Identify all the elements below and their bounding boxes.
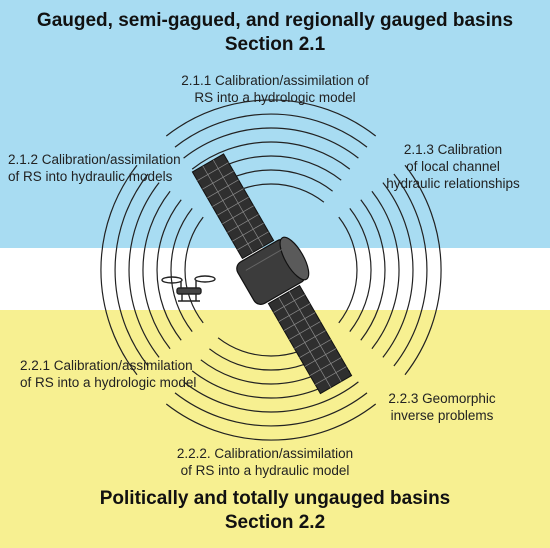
- wave-arc-3-7: [100, 164, 138, 376]
- wave-arc-1-6: [393, 173, 428, 367]
- bottom-section: Section 2.2: [224, 512, 326, 533]
- panel-gridline: [237, 231, 269, 251]
- signal-waves: [100, 99, 442, 441]
- panel-gridline: [217, 196, 249, 216]
- label-2-1-1-line2: RS into a hydrologic model: [194, 90, 356, 105]
- label-2-1-2-line1: 2.1.2 Calibration/assimilation: [8, 152, 181, 167]
- wave-arc-1-7: [404, 164, 442, 376]
- gauged-band: [0, 0, 550, 248]
- wave-arc-2-6: [174, 392, 368, 427]
- label-2-2-1-line1: 2.2.1 Calibration/assimilation: [20, 358, 193, 373]
- wave-arc-4-5: [183, 127, 359, 159]
- panel-gridline: [309, 357, 342, 376]
- panel-gridline: [202, 170, 234, 190]
- label-2-1-3-line3: hydraulic relationships: [386, 176, 520, 191]
- panel-gridline: [207, 179, 239, 199]
- drone-icon: [161, 275, 216, 302]
- panel-gridline: [299, 339, 331, 358]
- label-2-2-2-line1: 2.2.2. Calibration/assimilation: [176, 446, 354, 461]
- panel-gridline: [278, 303, 311, 322]
- satellite-icon: [191, 153, 353, 395]
- label-2-2-1: 2.2.1 Calibration/assimilation of RS int…: [20, 357, 196, 391]
- panel-gridline: [294, 330, 326, 349]
- wave-arc-4-7: [165, 99, 377, 137]
- wave-arc-2-7: [165, 403, 377, 441]
- panel-gridline: [212, 188, 244, 207]
- label-2-1-1-line1: 2.1.1 Calibration/assimilation of: [181, 73, 369, 88]
- panel-gridline: [227, 214, 259, 233]
- label-2-1-2: 2.1.2 Calibration/assimilation of RS int…: [8, 151, 181, 185]
- panel-gridline: [273, 294, 305, 313]
- label-2-2-3-line1: 2.2.3 Geomorphic: [388, 391, 496, 406]
- bottom-title: Politically and totally ungauged basins: [99, 488, 451, 509]
- top-section: Section 2.1: [224, 34, 326, 55]
- wave-arc-1-1: [338, 216, 358, 324]
- wave-arc-2-5: [183, 381, 359, 413]
- label-2-1-1: 2.1.1 Calibration/assimilation of RS int…: [170, 72, 380, 106]
- label-2-2-3: 2.2.3 Geomorphic inverse problems: [372, 390, 512, 424]
- panel-gridline: [197, 162, 229, 181]
- wave-arc-4-4: [191, 141, 351, 170]
- panel-gridline: [315, 366, 347, 385]
- ungauged-band: [0, 310, 550, 548]
- wave-arc-3-6: [114, 173, 149, 367]
- wave-arc-3-1: [184, 216, 204, 324]
- wave-arc-4-6: [174, 113, 368, 148]
- label-2-2-2-line2: of RS into a hydraulic model: [180, 463, 350, 478]
- wave-arc-1-2: [349, 208, 372, 332]
- wave-arc-3-4: [142, 190, 171, 350]
- label-2-1-3-line1: 2.1.3 Calibration: [403, 142, 503, 157]
- label-2-1-3-line2: of local channel: [406, 159, 500, 174]
- wave-arc-1-4: [371, 190, 400, 350]
- wave-arc-3-5: [128, 182, 160, 358]
- label-2-1-3: 2.1.3 Calibration of local channel hydra…: [358, 141, 548, 192]
- label-2-2-2: 2.2.2. Calibration/assimilation of RS in…: [130, 445, 400, 479]
- panel-gridline: [232, 222, 264, 242]
- label-2-2-3-line2: inverse problems: [390, 408, 494, 423]
- wave-arc-1-3: [360, 199, 386, 341]
- panel-gridline: [289, 321, 321, 340]
- label-2-1-2-line2: of RS into hydraulic models: [8, 169, 173, 184]
- wave-arc-1-5: [382, 182, 414, 358]
- wave-arc-3-2: [170, 208, 193, 332]
- wave-arc-3-3: [156, 199, 182, 341]
- panel-gridline: [222, 205, 254, 225]
- panel-gridline: [283, 312, 316, 331]
- top-title: Gauged, semi-gagued, and regionally gaug…: [36, 10, 514, 31]
- panel-gridline: [304, 348, 337, 367]
- label-2-2-1-line2: of RS into a hydrologic model: [20, 375, 197, 390]
